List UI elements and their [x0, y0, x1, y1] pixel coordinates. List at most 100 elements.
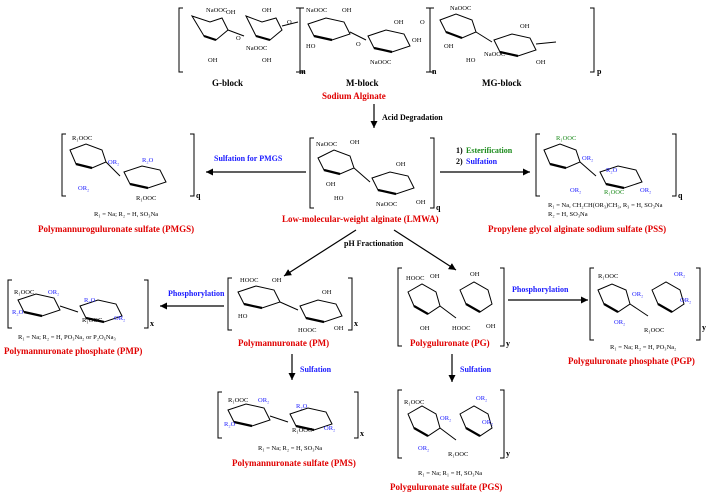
pss-step-1-prefix: 1) — [456, 146, 463, 155]
pgp-index: y — [702, 323, 706, 332]
g-naooc-2: NaOOC — [246, 45, 267, 52]
pmp-r2o-1: R₂O — [12, 309, 24, 316]
g-block-label: G-block — [212, 78, 243, 88]
m-oh-2: OH — [394, 19, 404, 26]
pgs-structure: y R₁OOC OR₂ OR₂ OR₂ OR₂ R₁OOC — [397, 389, 510, 459]
pss-r2o: R₂O — [606, 167, 618, 174]
mg-naooc-1: NaOOC — [450, 5, 471, 12]
pmgs-r2o: R₂O — [142, 157, 154, 164]
mg-naooc-2: NaOOC — [484, 51, 505, 58]
pmp-r2o-2: R₂O — [84, 297, 96, 304]
pm-oh-1: OH — [272, 277, 282, 284]
mg-oh-1: OH — [444, 43, 454, 50]
g-oh-1: OH — [226, 9, 236, 16]
pss-or2-3: OR₂ — [640, 187, 651, 194]
pss-condition-2: R₂ = H, SO₃Na — [548, 211, 588, 218]
pmp-index: x — [150, 319, 154, 328]
lmwa-oh-1: OH — [350, 139, 360, 146]
pgs-title: Polyguluronate sulfate (PGS) — [390, 482, 502, 492]
pg-oh-3: OH — [420, 325, 430, 332]
lmwa-naooc-1: NaOOC — [316, 141, 337, 148]
pss-or2-1: OR₂ — [582, 155, 593, 162]
pmgs-r1ooc: R₁OOC — [72, 135, 92, 142]
pms-or2-2: OR₂ — [324, 425, 335, 432]
pgp-or2-4: OR₂ — [614, 319, 625, 326]
pmgs-structure: q R₁OOC OR₂ OR₂ R₂O R₁OOC — [61, 133, 201, 202]
pm-index: x — [354, 319, 358, 328]
m-oh-1: OH — [342, 7, 352, 14]
m-block-label: M-block — [346, 78, 379, 88]
pmp-condition: R₁ = Na; R₂ = H, PO₃Na₂ or P₂O₆Na₃ — [18, 334, 116, 341]
lmwa-oh-4: OH — [416, 199, 426, 206]
pmp-r1ooc-2: R₁OOC — [82, 317, 102, 324]
lmwa-naooc-2: NaOOC — [376, 201, 397, 208]
m-ho-1: HO — [306, 43, 316, 50]
arrow-to-pg — [393, 229, 457, 271]
g-naooc-1: NaOOC — [206, 7, 227, 14]
pm-oh-2: OH — [322, 289, 332, 296]
pmgs-or2-2: OR₂ — [78, 185, 89, 192]
pms-condition: R₁ = Na; R₂ = H, SO₃Na — [258, 445, 322, 452]
g-oh-3: OH — [262, 7, 272, 14]
mg-block-label: MG-block — [482, 78, 522, 88]
pss-index: q — [678, 191, 683, 200]
pgp-r1ooc-2: R₁OOC — [644, 327, 664, 334]
pgp-r1ooc-1: R₁OOC — [598, 273, 618, 280]
pmgs-r1ooc-2: R₁OOC — [136, 195, 156, 202]
lmwa-oh-3: OH — [396, 161, 406, 168]
m-o-right: O — [420, 19, 425, 26]
pm-oh-3: OH — [334, 325, 344, 332]
pgp-or2-1: OR₂ — [674, 271, 685, 278]
sulfation-pmgs-label: Sulfation for PMGS — [214, 154, 283, 163]
pg-hooc-1: HOOC — [406, 275, 424, 282]
pmp-or2-1: OR₂ — [48, 289, 59, 296]
pgp-structure: y R₁OOC OR₂ OR₂ OR₂ OR₂ R₁OOC — [589, 267, 706, 341]
index-m: m — [299, 67, 306, 76]
g-oh-4: OH — [262, 57, 272, 64]
pg-oh-1: OH — [430, 273, 440, 280]
pgs-or2-2: OR₂ — [440, 415, 451, 422]
pss-or2-2: OR₂ — [570, 187, 581, 194]
pmp-structure: x R₁OOC OR₂ R₂O R₂O R₁OOC OR₂ — [7, 279, 154, 329]
pgp-title: Polyguluronate phosphate (PGP) — [568, 356, 695, 366]
pss-title: Propylene glycol alginate sodium sulfate… — [488, 224, 666, 234]
m-naooc-1: NaOOC — [306, 7, 327, 14]
lmwa-structure: q NaOOC OH OH HO OH NaOOC OH — [309, 137, 441, 212]
pm-title: Polymannuronate (PM) — [238, 338, 329, 348]
index-p: p — [597, 67, 602, 76]
pmgs-or2-1: OR₂ — [108, 159, 119, 166]
pmp-title: Polymannuronate phosphate (PMP) — [4, 346, 142, 356]
lmwa-title: Low-molecular-weight alginate (LMWA) — [282, 214, 439, 224]
pgs-r1ooc-2: R₁OOC — [448, 451, 468, 458]
pgs-condition: R₁ = Na; R₁ = H, SO₃Na — [418, 470, 482, 477]
pmgs-index: q — [196, 191, 201, 200]
pgs-or2-4: OR₂ — [418, 445, 429, 452]
pgs-or2-1: OR₂ — [476, 395, 487, 402]
mg-oh-2: OH — [520, 23, 530, 30]
lmwa-index: q — [436, 203, 441, 212]
pg-sulfation-label: Sulfation — [460, 365, 492, 374]
pms-r1ooc-2: R₁OOC — [292, 427, 312, 434]
m-o-link: O — [356, 41, 361, 48]
pms-r2o-2: R₂O — [296, 403, 308, 410]
mg-ho-1: HO — [466, 57, 476, 64]
pss-condition-1: R₁ = Na, CH₂CH(OR₃)CH₃, R₃ = H, SO₃Na — [548, 202, 663, 209]
pm-ho-1: HO — [238, 313, 248, 320]
g-o-right: O — [287, 19, 292, 26]
pmp-or2-2: OR₂ — [114, 315, 125, 322]
pms-structure: x R₁OOC OR₂ R₂O R₂O R₁OOC OR₂ — [217, 391, 364, 439]
mg-oh-3: OH — [536, 59, 546, 66]
pm-phosphorylation-label: Phosphorylation — [168, 289, 225, 298]
sodium-alginate-title: Sodium Alginate — [322, 91, 386, 101]
arrow-to-pm — [283, 229, 357, 277]
pgs-r1ooc-1: R₁OOC — [404, 399, 424, 406]
pgs-or2-3: OR₂ — [482, 419, 493, 426]
pm-structure: x HOOC OH HO OH HOOC OH — [227, 277, 358, 334]
pg-index: y — [506, 339, 510, 348]
pms-index: x — [360, 429, 364, 438]
pms-or2-1: OR₂ — [258, 397, 269, 404]
pmp-r1ooc-1: R₁OOC — [14, 289, 34, 296]
g-o-link: O — [236, 35, 241, 42]
pss-structure: q R₁OOC OR₂ OR₂ R₂O R₁OOC OR₂ — [535, 133, 683, 200]
